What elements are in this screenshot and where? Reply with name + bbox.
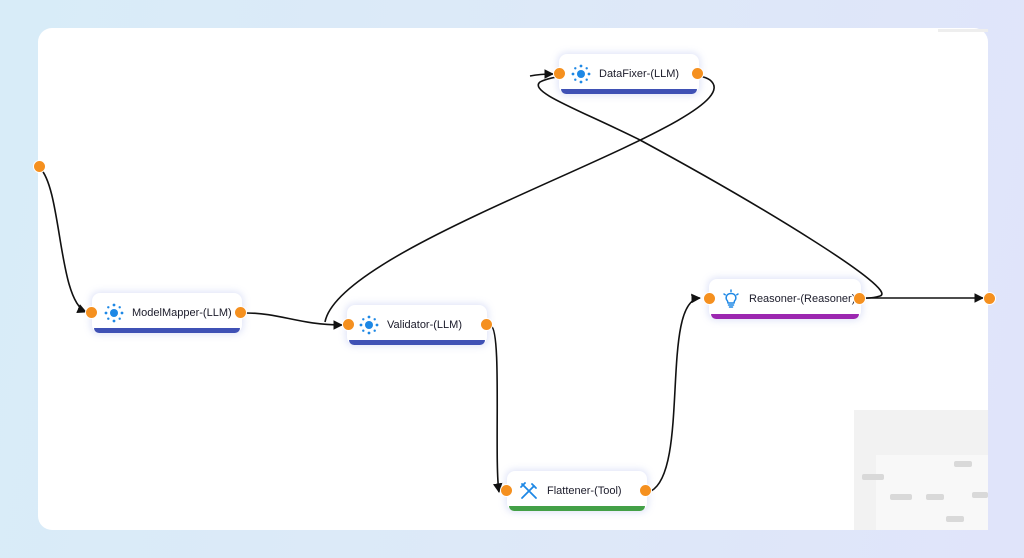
node-label: Flattener-(Tool) (547, 485, 622, 497)
flattener-output-port[interactable] (639, 484, 652, 497)
minimap-mark (862, 474, 884, 480)
node-modelmapper[interactable]: ModelMapper-(LLM) (92, 293, 242, 333)
node-validator[interactable]: Validator-(LLM) (347, 305, 487, 345)
minimap-viewport[interactable] (876, 455, 988, 530)
downstream-node-input-port[interactable] (983, 292, 996, 305)
upstream-node-output-port[interactable] (33, 160, 46, 173)
validator-output-port[interactable] (480, 318, 493, 331)
node-type-bar (349, 340, 485, 345)
modelmapper-input-port[interactable] (85, 306, 98, 319)
datafixer-input-port[interactable] (553, 67, 566, 80)
node-type-bar (711, 314, 859, 319)
node-type-bar (509, 506, 645, 511)
llm-network-icon (571, 64, 591, 84)
reasoner-input-port[interactable] (703, 292, 716, 305)
node-reasoner[interactable]: Reasoner-(Reasoner) (709, 279, 861, 319)
llm-network-icon (104, 303, 124, 323)
node-label: DataFixer-(LLM) (599, 68, 680, 80)
minimap-mark (946, 516, 964, 522)
datafixer-output-port[interactable] (691, 67, 704, 80)
llm-network-icon (359, 315, 379, 335)
node-type-bar (94, 328, 240, 333)
validator-input-port[interactable] (342, 318, 355, 331)
tool-icon (519, 481, 539, 501)
minimap-mark (972, 492, 988, 498)
minimap-mark (926, 494, 944, 500)
lightbulb-icon (721, 289, 741, 309)
canvas-top-divider (938, 29, 988, 32)
minimap-mark (890, 494, 912, 500)
reasoner-output-port[interactable] (853, 292, 866, 305)
node-flattener[interactable]: Flattener-(Tool) (507, 471, 647, 511)
node-datafixer[interactable]: DataFixer-(LLM) (559, 54, 699, 94)
modelmapper-output-port[interactable] (234, 306, 247, 319)
node-label: Reasoner-(Reasoner) (749, 293, 856, 305)
minimap-mark (954, 461, 972, 467)
node-label: ModelMapper-(LLM) (132, 307, 232, 319)
node-label: Validator-(LLM) (387, 319, 462, 331)
flattener-input-port[interactable] (500, 484, 513, 497)
node-type-bar (561, 89, 697, 94)
